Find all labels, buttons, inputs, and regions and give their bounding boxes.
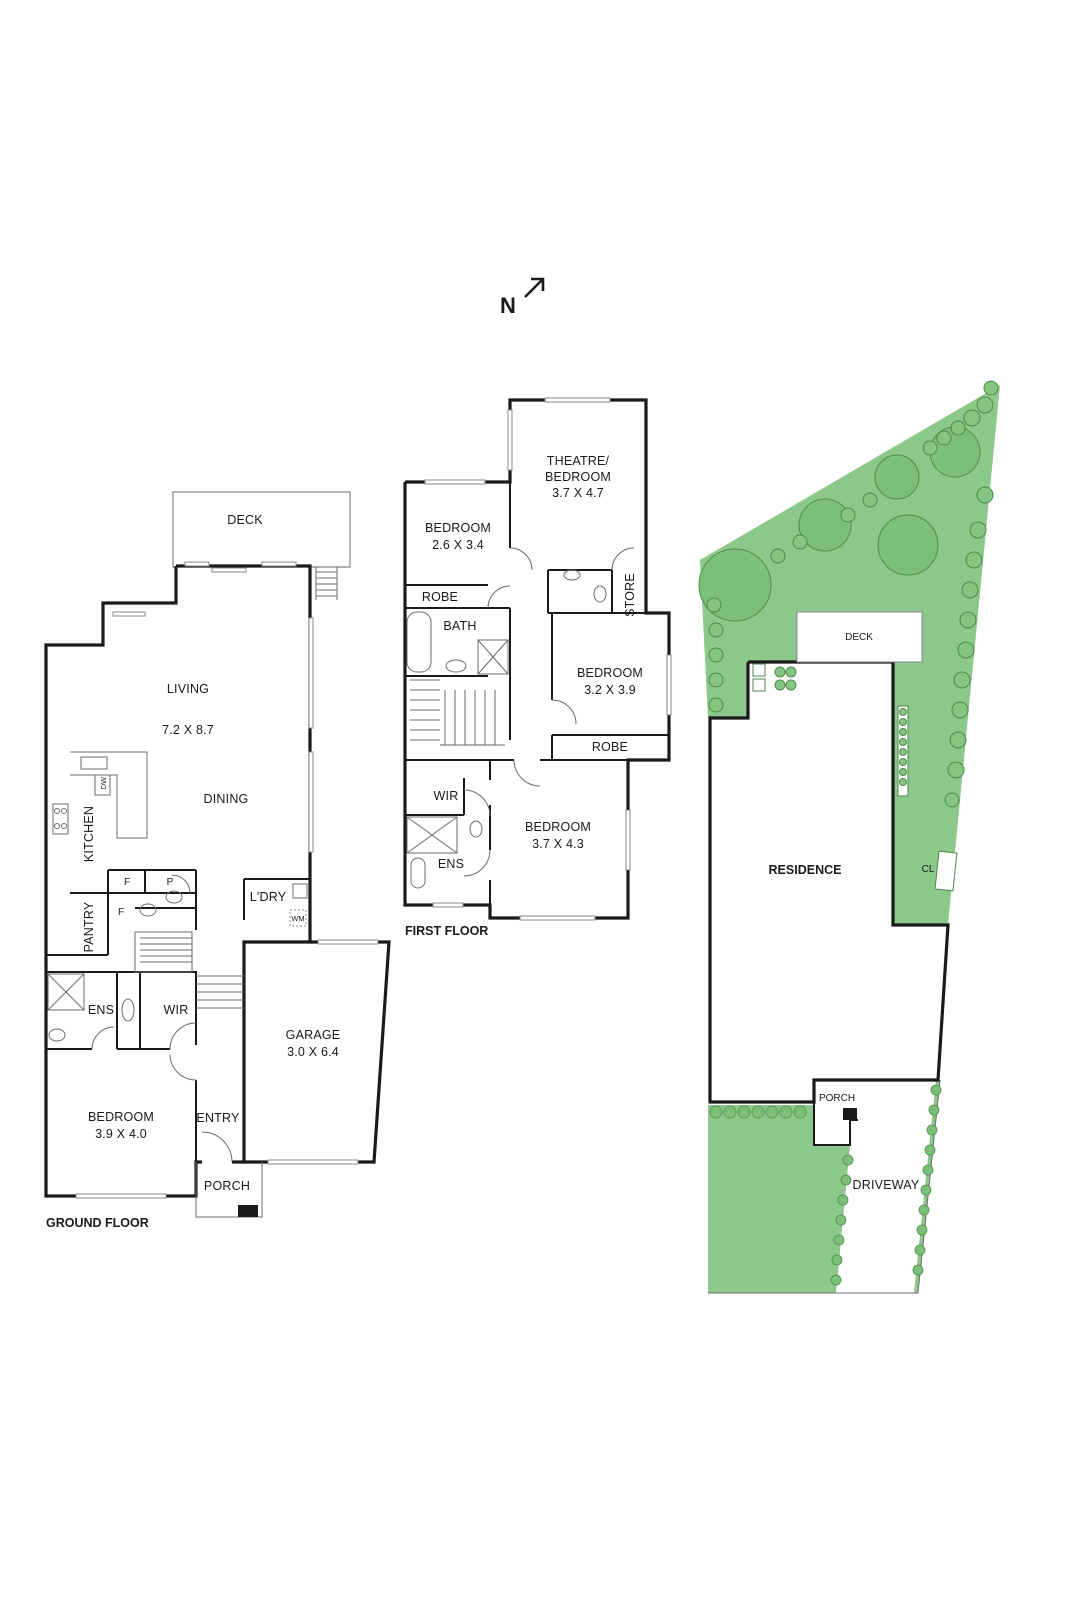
garage-size: 3.0 X 6.4 — [287, 1045, 339, 1059]
residence-label: RESIDENCE — [769, 863, 842, 877]
ground-floor-title: GROUND FLOOR — [46, 1216, 149, 1230]
robe-1-label: ROBE — [422, 590, 458, 604]
living-label: LIVING — [167, 682, 209, 696]
gf-stairs — [134, 931, 244, 1009]
ground-floor-plan: DECK LIVING 7.2 X 8.7 DINING KITCHEN DW … — [44, 491, 391, 1230]
pantry-label: PANTRY — [82, 901, 96, 952]
north-arrow: N — [500, 277, 545, 318]
ff-bedroom-2-size: 3.2 X 3.9 — [584, 683, 636, 697]
site-plan: DECK RESIDENCE CL PORCH DRIVEWAY — [698, 380, 1000, 1294]
clothesline-label: CL — [922, 864, 935, 875]
gf-ens-label: ENS — [88, 1003, 114, 1017]
gf-outer-wall — [176, 564, 312, 1164]
front-hedges — [709, 1084, 942, 1286]
ff-stairs — [410, 679, 505, 746]
gf-deck-area — [172, 491, 351, 568]
ff-bedroom-1-size: 2.6 X 3.4 — [432, 538, 484, 552]
site-porch-label: PORCH — [819, 1093, 855, 1104]
laundry-label: L'DRY — [250, 890, 287, 904]
north-label: N — [500, 293, 516, 318]
first-floor-plan: THEATRE/ BEDROOM 3.7 X 4.7 BEDROOM 2.6 X… — [403, 397, 672, 938]
site-deck-label: DECK — [845, 632, 873, 643]
deck-stairs — [315, 567, 338, 600]
dining-label: DINING — [204, 792, 249, 806]
store-label: STORE — [623, 573, 637, 617]
front-lawn — [708, 1105, 850, 1293]
residence-outline — [708, 660, 950, 1104]
theatre-label-2: BEDROOM — [545, 470, 611, 484]
washing-machine-label: WM — [291, 914, 304, 923]
ff-bedroom-2-label: BEDROOM — [577, 666, 643, 680]
first-floor-title: FIRST FLOOR — [405, 924, 488, 938]
living-size: 7.2 X 8.7 — [162, 723, 214, 737]
garage-label: GARAGE — [286, 1028, 341, 1042]
gf-bedroom-label: BEDROOM — [88, 1110, 154, 1124]
bath-label: BATH — [443, 619, 476, 633]
ff-bedroom-1-label: BEDROOM — [425, 521, 491, 535]
gf-wir-label: WIR — [164, 1003, 189, 1017]
ff-ens-label: ENS — [438, 857, 464, 871]
ff-bedroom-3-size: 3.7 X 4.3 — [532, 837, 584, 851]
theatre-label: THEATRE/ — [547, 454, 610, 468]
site-deck — [796, 611, 923, 663]
entry-label: ENTRY — [196, 1111, 240, 1125]
kitchen-label: KITCHEN — [82, 806, 96, 862]
ff-bedroom-3-label: BEDROOM — [525, 820, 591, 834]
theatre-size: 3.7 X 4.7 — [552, 486, 604, 500]
driveway-label: DRIVEWAY — [853, 1178, 920, 1192]
pantry-cupboard-label: P — [167, 877, 174, 888]
robe-2-label: ROBE — [592, 740, 628, 754]
fridge-label-2: F — [118, 907, 124, 918]
dishwasher-label: DW — [99, 776, 108, 789]
hedge-shrubs — [706, 380, 999, 808]
gf-bedroom-size: 3.9 X 4.0 — [95, 1127, 147, 1141]
gf-deck-label: DECK — [227, 513, 263, 527]
fridge-label-1: F — [124, 877, 130, 888]
ff-wir-label: WIR — [434, 789, 459, 803]
gf-porch-label: PORCH — [204, 1179, 250, 1193]
